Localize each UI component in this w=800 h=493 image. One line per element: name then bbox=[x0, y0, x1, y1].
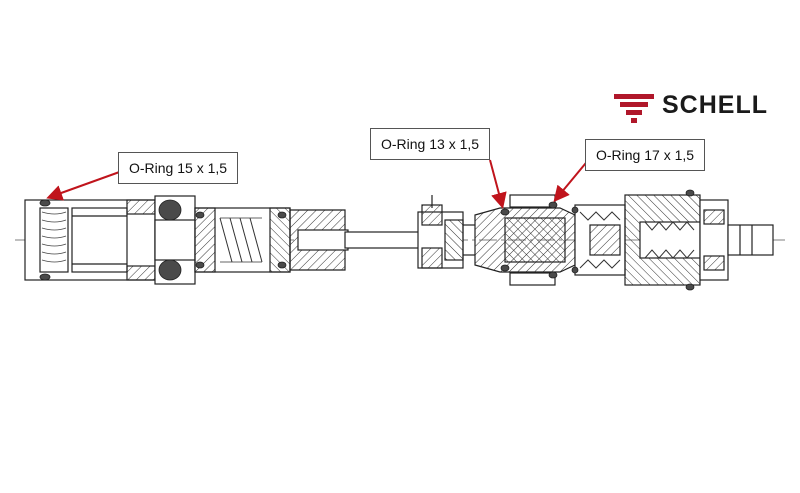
callout-o-ring-17: O-Ring 17 x 1,5 bbox=[585, 139, 706, 171]
o-ring-marks-right bbox=[500, 189, 695, 291]
cartridge-left bbox=[24, 195, 421, 285]
logo-wordmark: SCHELL bbox=[662, 91, 768, 119]
callout-o-ring-13: O-Ring 13 x 1,5 bbox=[370, 128, 491, 160]
o-ring-15-marks bbox=[39, 199, 287, 281]
callout-o-ring-15: O-Ring 15 x 1,5 bbox=[118, 152, 239, 184]
arrow-o-ring-17 bbox=[553, 157, 591, 203]
schell-logo-icon bbox=[614, 94, 654, 123]
arrow-o-ring-13 bbox=[489, 159, 507, 209]
cartridge-right bbox=[474, 194, 774, 286]
coupling-middle bbox=[417, 195, 475, 269]
arrow-o-ring-15 bbox=[46, 169, 126, 201]
